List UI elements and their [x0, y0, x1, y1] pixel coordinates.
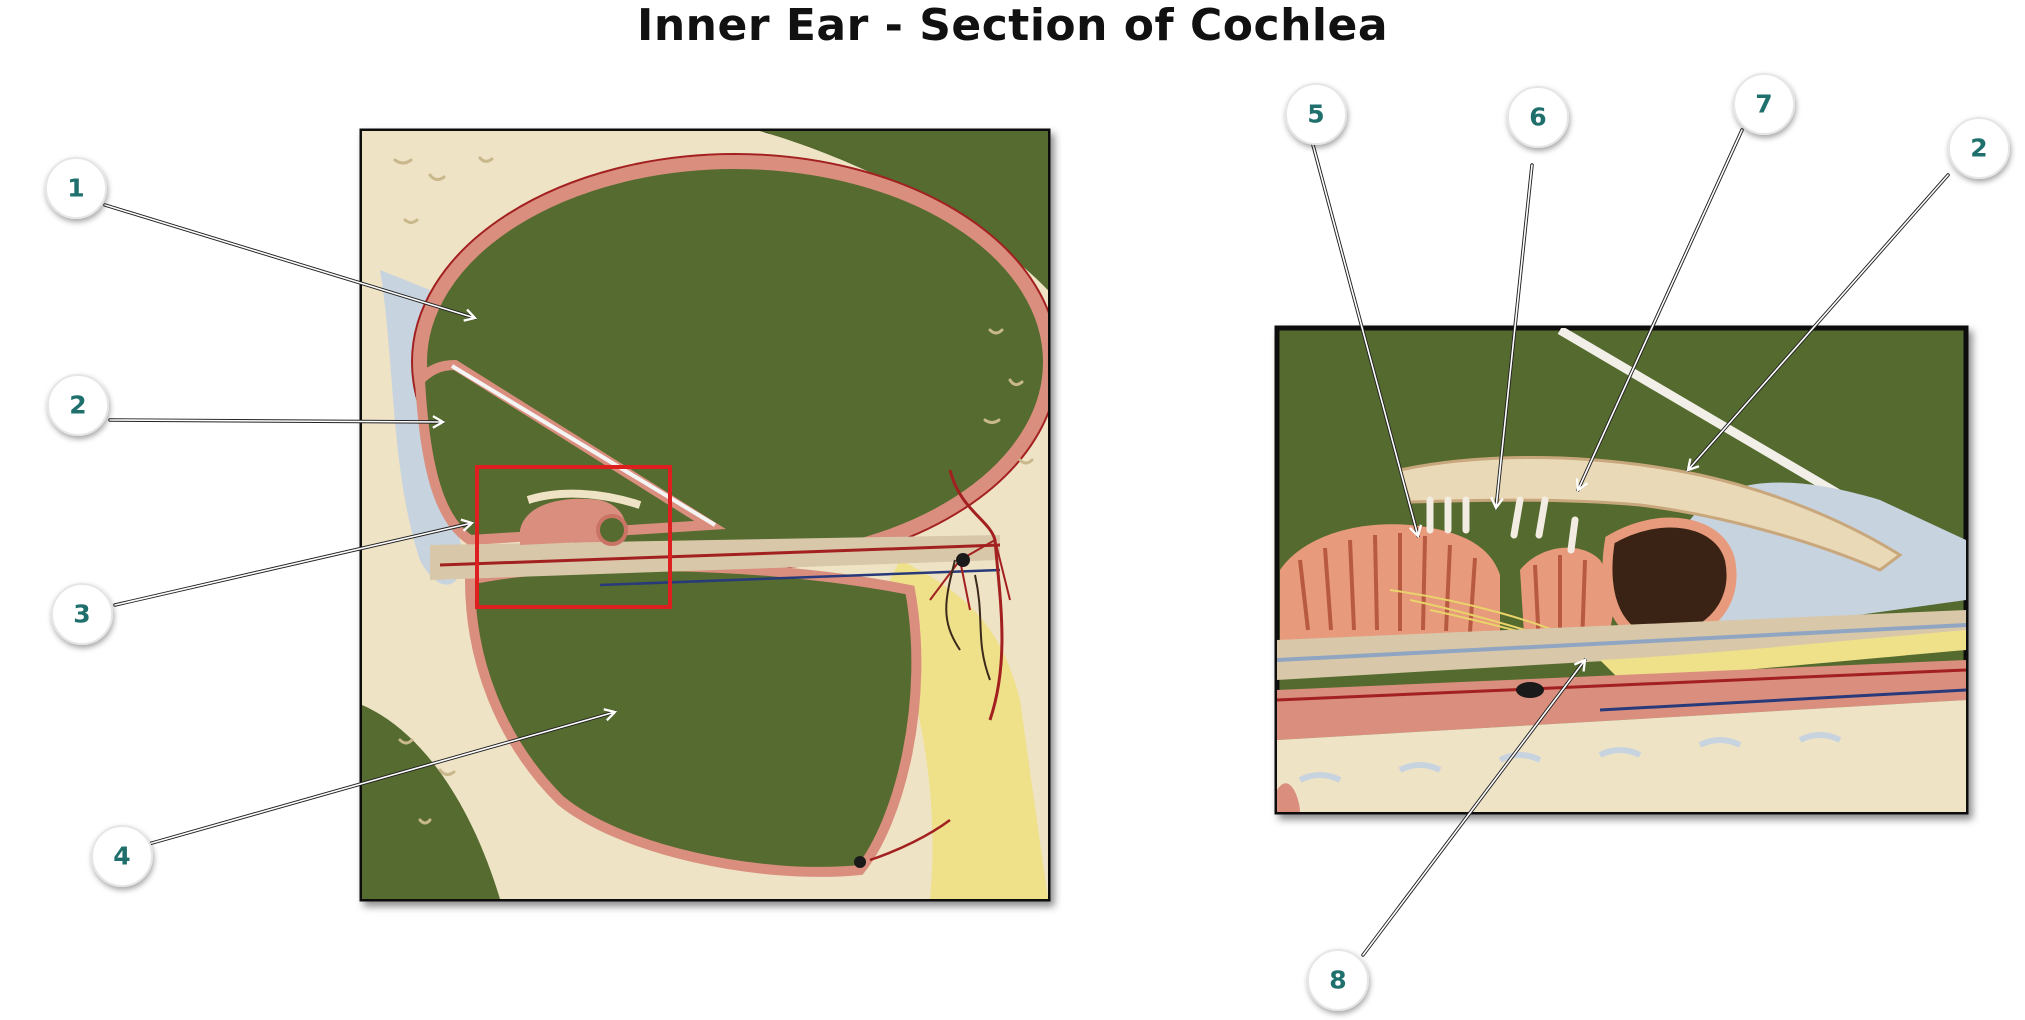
callout-number: 2: [69, 391, 86, 420]
callout-8: 8: [1307, 949, 1369, 1011]
cochlear-nerve: [880, 560, 1048, 899]
organ-of-corti: [520, 489, 642, 546]
callout-number: 8: [1329, 966, 1346, 995]
callout-number: 6: [1529, 103, 1546, 132]
callout-number: 4: [113, 842, 130, 871]
basilar-membrane: [430, 535, 1000, 580]
callout-number: 2: [1970, 134, 1987, 163]
callout-3: 3: [51, 583, 113, 645]
cochlear-duct: [414, 359, 726, 546]
bone-texture: [393, 156, 1034, 825]
hair-cells: [1280, 496, 1737, 650]
cochlea-cross-section-panel: [359, 128, 1051, 902]
blood-vessel: [948, 469, 1004, 721]
leader-lines: [103, 128, 1950, 957]
callout-number: 1: [67, 174, 84, 203]
callout-number: 3: [73, 600, 90, 629]
callout-5: 5: [1285, 83, 1347, 145]
callout-2-left: 2: [47, 374, 109, 436]
diagram-title: Inner Ear - Section of Cochlea: [636, 0, 1389, 51]
tectorial-membrane: [1398, 456, 1903, 572]
nerve-band: [1600, 630, 1966, 680]
callout-6: 6: [1507, 86, 1569, 148]
callout-1: 1: [45, 157, 107, 219]
callout-4: 4: [91, 825, 153, 887]
organ-of-corti-closeup-panel: [1274, 325, 1969, 815]
callout-number: 5: [1307, 100, 1324, 129]
callout-number: 7: [1755, 90, 1772, 119]
callout-2-right: 2: [1948, 117, 2010, 179]
callout-7: 7: [1733, 73, 1795, 135]
zoom-highlight-box: [475, 465, 672, 609]
